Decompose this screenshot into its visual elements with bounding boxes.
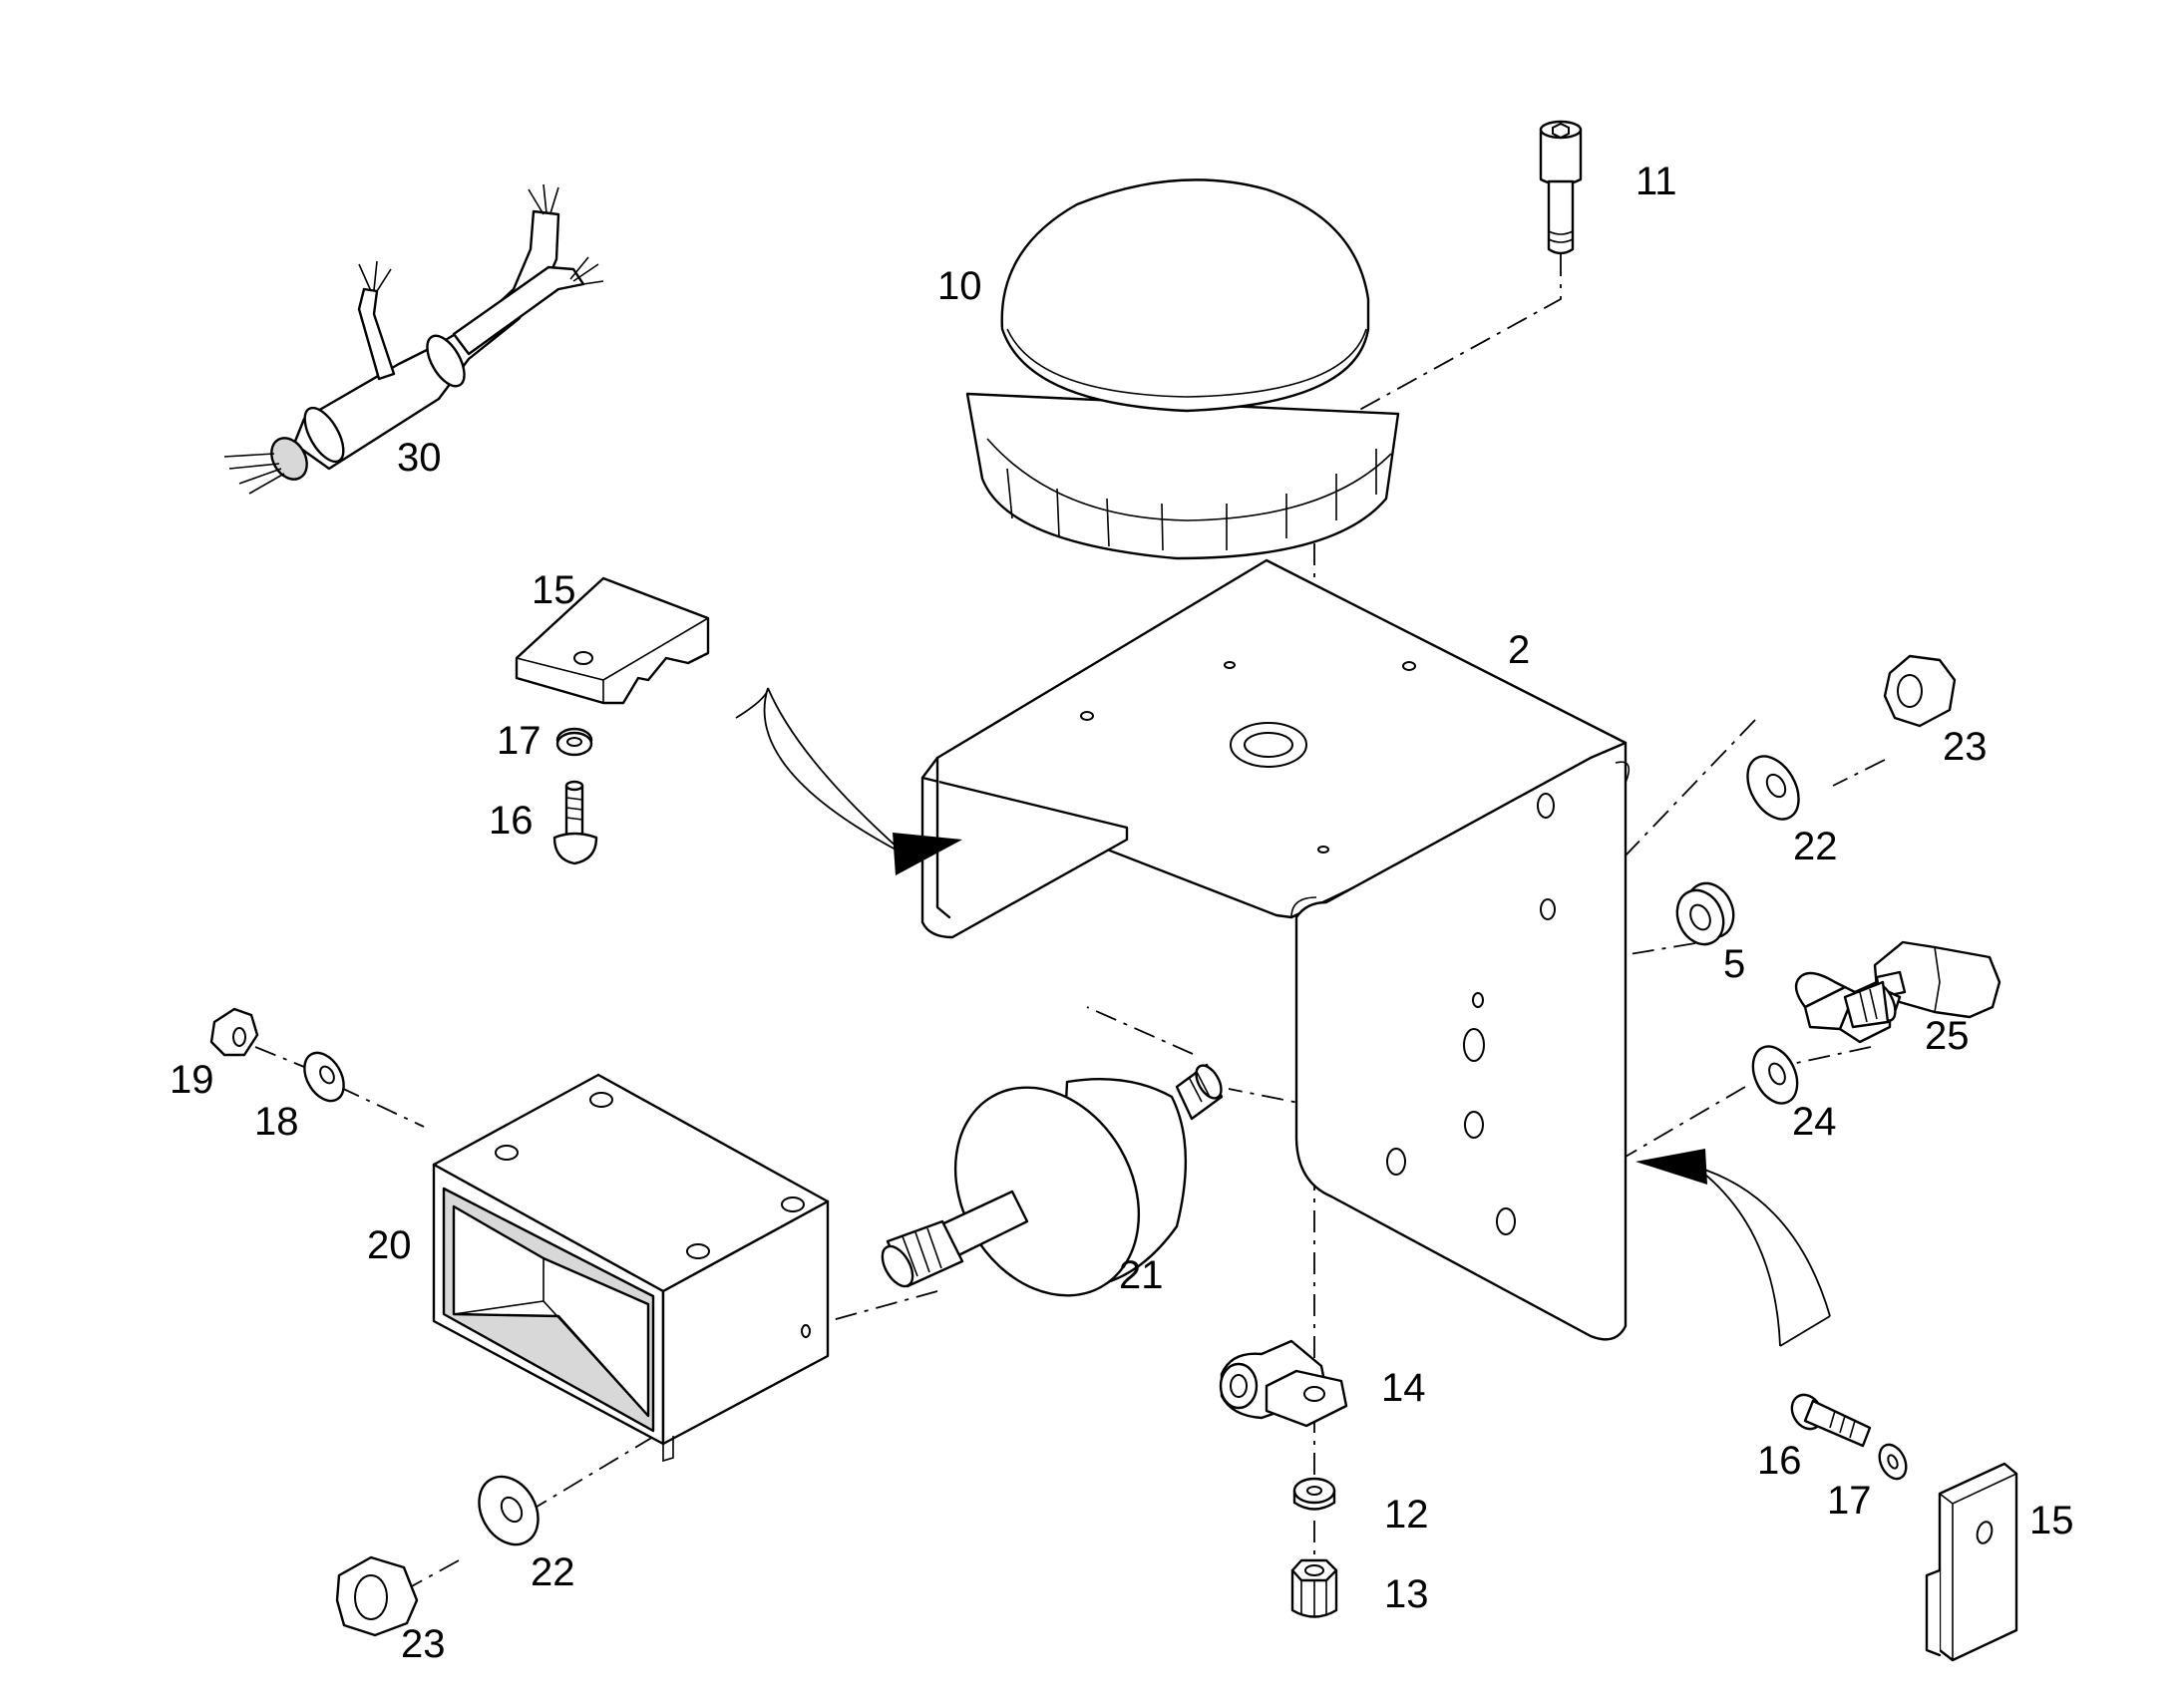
flow-arrows: [735, 687, 1831, 1347]
beacon-dome: [965, 178, 1400, 560]
flat-washer-right: [1746, 755, 1800, 821]
callout-5: 5: [1723, 942, 1745, 986]
hex-nut-left: [335, 1555, 419, 1637]
flat-washer-bottom: [1292, 1477, 1336, 1511]
callout-13: 13: [1384, 1572, 1429, 1616]
cable-clip: [1219, 1339, 1348, 1428]
flat-washer-24: [1751, 1045, 1799, 1105]
callout-23-right: 23: [1943, 725, 1988, 769]
callout-16-lower: 16: [1757, 1439, 1802, 1483]
callout-15-upper: 15: [532, 568, 576, 612]
lock-washer-lower: [1878, 1443, 1908, 1481]
clamp-plate-lower: [1925, 1462, 2018, 1662]
clamp-plate-upper: [515, 576, 710, 705]
inline-filter: [881, 1063, 1224, 1297]
callout-23-left: 23: [401, 1622, 446, 1666]
callout-labels: 2 5 10 11 12 13 14 15 15 16 16 17 17 18 …: [170, 160, 2074, 1666]
pan-head-screw-upper: [552, 780, 598, 865]
hex-nut-small: [209, 1007, 259, 1057]
flat-washer-left: [478, 1475, 540, 1546]
callout-16-upper: 16: [489, 799, 534, 843]
callout-22-left: 22: [531, 1550, 575, 1594]
callout-10: 10: [937, 264, 982, 308]
callout-19: 19: [170, 1058, 214, 1102]
callout-11: 11: [1635, 160, 1677, 203]
callout-30: 30: [397, 436, 442, 480]
callout-24: 24: [1792, 1100, 1837, 1144]
callout-2: 2: [1508, 628, 1530, 672]
mounting-bracket: [920, 558, 1631, 1341]
callout-22-right: 22: [1793, 825, 1838, 868]
callout-12: 12: [1384, 1493, 1429, 1537]
grommet: [1675, 881, 1735, 946]
small-washer: [303, 1051, 345, 1103]
hex-bolt: [1794, 940, 2001, 1044]
callout-21: 21: [1119, 1253, 1164, 1297]
socket-cap-screw: [1539, 120, 1583, 255]
callout-25: 25: [1925, 1014, 1970, 1058]
hex-nut-right: [1883, 654, 1957, 728]
callout-20: 20: [367, 1223, 412, 1267]
callout-15-lower: 15: [2029, 1499, 2074, 1542]
lock-washer-upper: [555, 727, 593, 757]
pan-head-screw-lower: [1790, 1393, 1872, 1448]
lock-nut-bottom: [1290, 1558, 1338, 1618]
callout-17-lower: 17: [1827, 1479, 1872, 1523]
callout-14: 14: [1381, 1366, 1426, 1410]
callout-17-upper: 17: [497, 719, 542, 763]
enclosure-box: [432, 1073, 830, 1463]
cable-harness: [223, 183, 604, 495]
callout-18: 18: [254, 1100, 299, 1144]
